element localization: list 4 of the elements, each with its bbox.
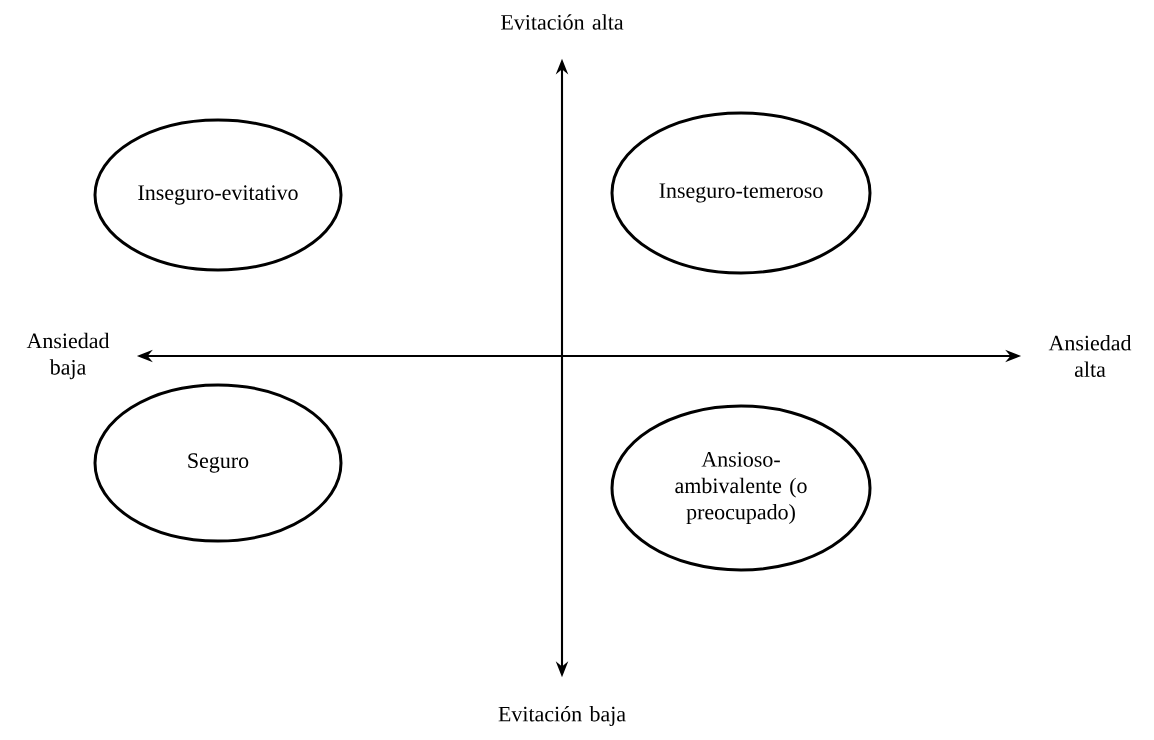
axis-label: Ansiedad baja [26,332,110,380]
axis-label: Evitación alta [501,14,624,30]
axis-label: Evitación baja [498,706,626,726]
axis-label: Ansiedad alta [1048,335,1132,377]
